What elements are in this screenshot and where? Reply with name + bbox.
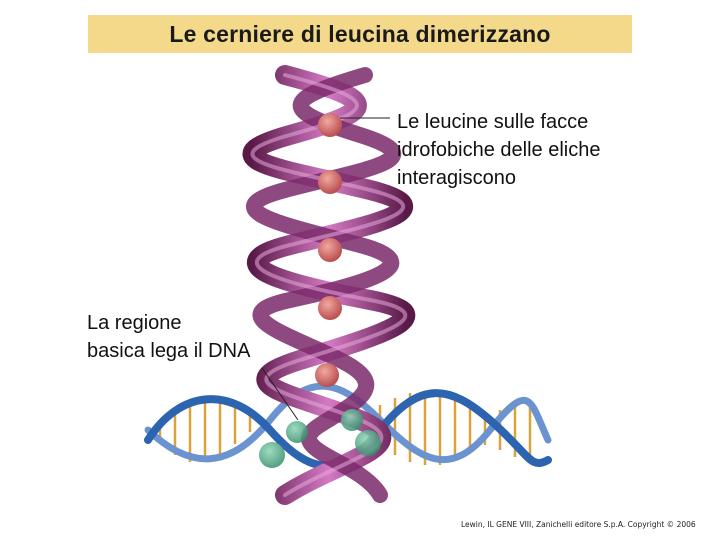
basic-region-annotation-line-1: La regione (87, 309, 327, 337)
leucine-annotation-line-2: idrofobiche delle eliche (397, 136, 697, 164)
copyright-notice: Lewin, IL GENE VIII, Zanichelli editore … (461, 520, 716, 529)
leucine-annotation-line-3: interagiscono (397, 164, 697, 192)
leucine-annotation-line-1: Le leucine sulle facce (397, 108, 697, 136)
leucine-annotation: Le leucine sulle facce idrofobiche delle… (397, 108, 697, 192)
basic-region-annotation: La regione basica lega il DNA (87, 309, 327, 365)
basic-region-annotation-line-2: basica lega il DNA (87, 337, 327, 365)
